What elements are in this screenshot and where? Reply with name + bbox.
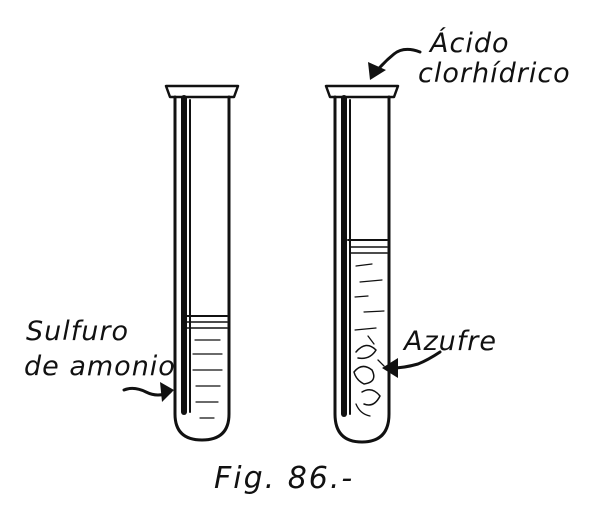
arrow-to-acid: [368, 47, 422, 80]
sulfur-deposit: [353, 335, 385, 417]
label-ammonium-sulfide-line1: Sulfuro: [26, 316, 129, 347]
label-hydrochloric-acid-line2: clorhídrico: [418, 58, 571, 89]
label-ammonium-sulfide-line2: de amonio: [24, 351, 176, 382]
label-hydrochloric-acid-line1: Ácido: [428, 27, 509, 59]
arrow-to-sulfur: [382, 350, 442, 378]
left-test-tube: [164, 84, 240, 442]
ammonium-sulfide-liquid: [184, 315, 228, 419]
hydrochloric-acid-liquid: [347, 239, 388, 331]
label-sulfur: Azufre: [402, 326, 497, 357]
figure-caption: Fig. 86.-: [214, 461, 354, 496]
arrow-to-left-tube: [122, 382, 174, 402]
right-test-tube: [324, 84, 400, 444]
